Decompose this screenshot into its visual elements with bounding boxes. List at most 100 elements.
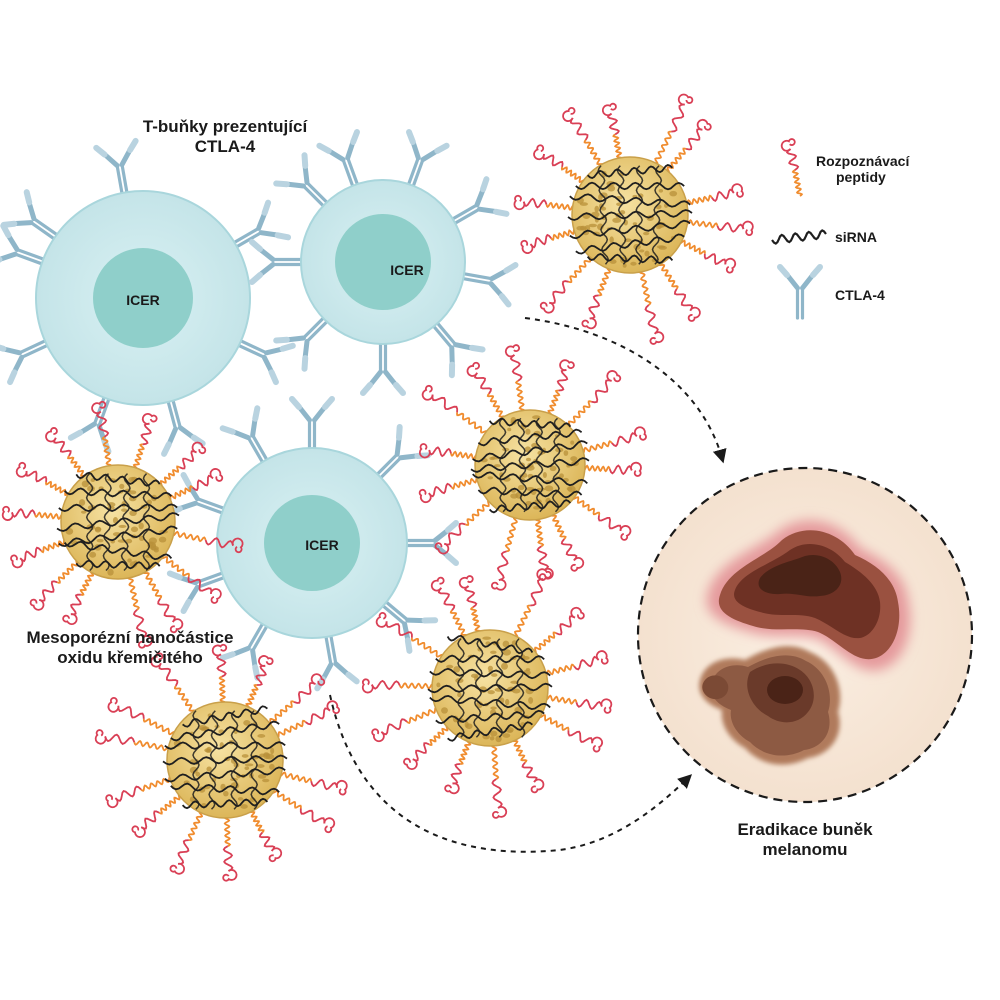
recognition-peptide xyxy=(513,568,552,639)
legend-peptide-icon xyxy=(780,138,804,197)
ctla4-receptor xyxy=(0,189,61,242)
recognition-peptide xyxy=(490,515,518,591)
arrow-to-tumor-upper xyxy=(524,317,727,464)
recognition-peptide xyxy=(62,569,95,626)
t-cells-title: T-buňky prezentující CTLA-4 xyxy=(110,117,340,158)
silica-nanoparticle-2 xyxy=(418,344,647,591)
eradication-title-line1: Eradikace buněk xyxy=(737,820,873,839)
melanoma-tumor xyxy=(636,466,974,804)
recognition-peptide xyxy=(158,441,207,488)
recognition-peptide xyxy=(371,706,439,743)
legend-peptides-line2: peptidy xyxy=(836,169,886,186)
ctla4-receptor xyxy=(316,129,360,190)
sirna-strand xyxy=(164,741,286,750)
recognition-peptide xyxy=(418,443,479,461)
sirna-strand xyxy=(446,634,534,655)
ctla4-receptor xyxy=(161,397,206,457)
recognition-peptide xyxy=(511,738,545,794)
eradication-title: Eradikace buněk melanomu xyxy=(700,820,910,861)
recognition-peptide xyxy=(566,370,622,429)
sirna-strand xyxy=(472,440,588,463)
legend-peptides-line1: Rozpoznávací xyxy=(816,153,910,169)
ctla4-receptor xyxy=(449,176,510,226)
icer-nucleus xyxy=(93,248,193,348)
sirna-strand xyxy=(470,457,590,473)
icer-label-3: ICER xyxy=(305,537,338,553)
recognition-peptide xyxy=(248,809,283,863)
ctla4-receptor xyxy=(360,340,406,396)
recognition-peptide xyxy=(520,227,577,254)
recognition-peptide xyxy=(538,714,604,753)
ctla4-receptor xyxy=(219,405,270,466)
recognition-peptide xyxy=(466,361,506,420)
recognition-peptide xyxy=(780,138,804,197)
recognition-peptide xyxy=(684,183,744,207)
sirna-strand xyxy=(575,181,685,191)
recognition-peptide xyxy=(169,810,204,875)
recognition-peptide xyxy=(15,461,72,497)
recognition-peptide xyxy=(684,219,754,236)
sirna-strand xyxy=(58,525,178,548)
recognition-peptide xyxy=(490,743,508,819)
sirna-strand xyxy=(488,417,572,430)
recognition-peptide xyxy=(29,559,80,611)
recognition-peptide xyxy=(375,612,444,658)
recognition-peptide xyxy=(533,144,586,183)
sirna-strand xyxy=(586,253,674,264)
ctla4-receptor xyxy=(93,137,139,197)
recognition-peptide xyxy=(547,359,575,417)
legend-ctla4-icon xyxy=(777,264,823,320)
sirna-strand xyxy=(569,219,691,240)
recognition-peptide xyxy=(171,530,244,554)
recognition-peptide xyxy=(278,771,348,796)
recognition-peptide xyxy=(418,476,480,504)
recognition-peptide xyxy=(543,650,609,677)
recognition-peptide xyxy=(562,107,604,168)
recognition-peptide xyxy=(222,815,238,882)
sirna-strand xyxy=(56,512,180,532)
recognition-peptide xyxy=(267,673,326,726)
silica-nanoparticle-4 xyxy=(361,568,613,819)
recognition-peptide xyxy=(504,344,526,414)
sirna-strand xyxy=(182,705,268,728)
recognition-peptide xyxy=(539,254,593,314)
sirna-strand xyxy=(63,487,173,500)
ctla4-receptor xyxy=(249,239,305,285)
legend-peptides-label: Rozpoznávací peptidy xyxy=(816,153,909,185)
recognition-peptide xyxy=(91,400,113,469)
sirna-strand xyxy=(58,503,178,513)
recognition-peptide xyxy=(638,269,665,345)
nanoparticle-title: Mesoporézní nanočástice oxidu křemičitéh… xyxy=(0,628,260,669)
sirna-strand xyxy=(472,471,588,487)
sirna-strand xyxy=(429,667,551,680)
t-cell-1 xyxy=(0,137,296,457)
recognition-peptide xyxy=(10,538,68,569)
sirna-strand xyxy=(164,766,286,783)
recognition-peptide xyxy=(1,505,65,521)
recognition-peptide xyxy=(142,569,184,634)
recognition-peptide xyxy=(434,499,492,555)
recognition-peptide xyxy=(421,384,489,434)
recognition-peptide xyxy=(275,700,341,739)
recognition-peptide xyxy=(403,724,450,770)
t-cells-title-line2: CTLA-4 xyxy=(194,137,256,157)
ctla4-receptor xyxy=(231,199,292,250)
recognition-peptide xyxy=(582,461,642,477)
recognition-peptide xyxy=(544,694,613,714)
sirna-strand xyxy=(435,709,545,725)
sirna-strand xyxy=(447,721,533,742)
recognition-peptide xyxy=(160,555,222,604)
recognition-peptide xyxy=(532,606,585,654)
icer-nucleus xyxy=(335,214,431,310)
sirna-strand xyxy=(429,694,551,711)
sirna-strand xyxy=(569,193,691,208)
sirna-strand xyxy=(181,797,269,810)
icer-nucleus xyxy=(264,495,360,591)
sirna-strand xyxy=(567,209,693,221)
recognition-peptide xyxy=(132,413,158,471)
recognition-peptide xyxy=(657,261,701,322)
ctla4-receptor xyxy=(235,338,296,386)
legend-ctla4-label: CTLA-4 xyxy=(835,287,885,303)
t-cell-3 xyxy=(166,396,459,692)
ctla4-receptor xyxy=(273,315,330,372)
